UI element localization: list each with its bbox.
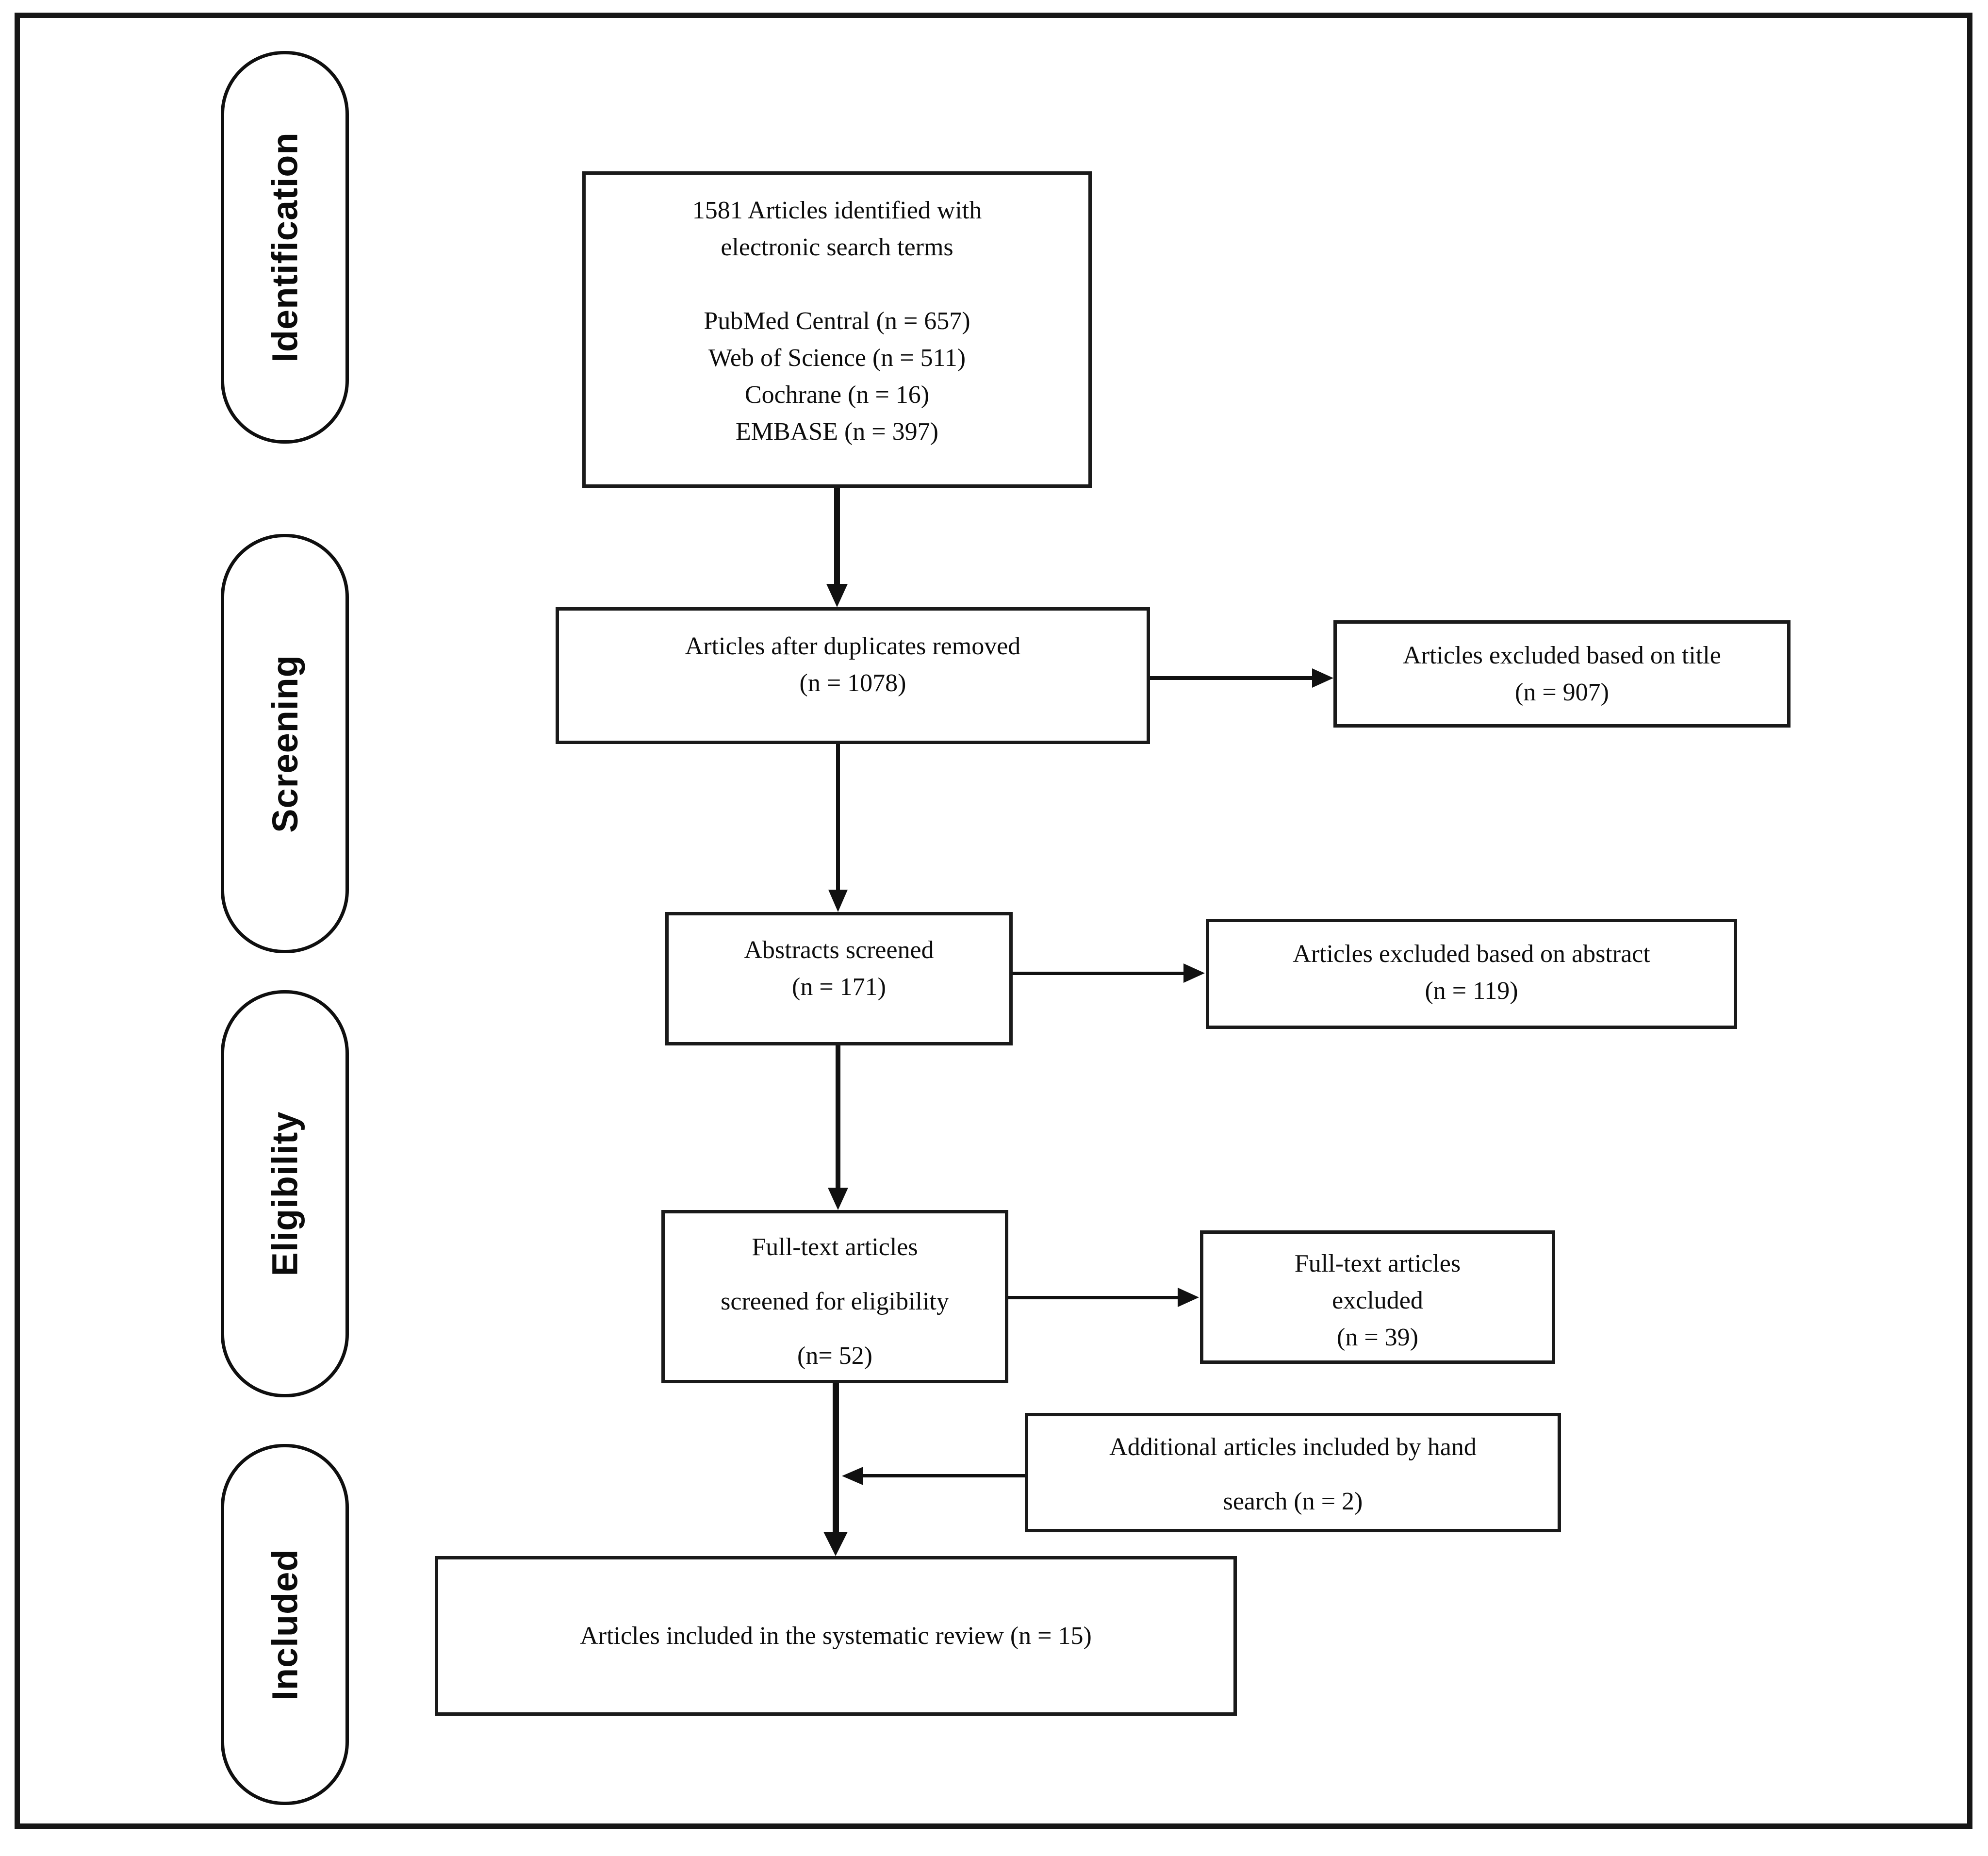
box-abstracts-screened-count: (n = 171) — [792, 973, 886, 1001]
box-articles-identified: 1581 Articles identified with electronic… — [582, 171, 1092, 488]
box-excluded-abstract-count: (n = 119) — [1425, 977, 1518, 1005]
box-excluded-fulltext-count: (n = 39) — [1337, 1324, 1418, 1351]
arrow-abstracts-to-excluded-abstract-line — [1013, 972, 1183, 975]
source-count-cochrane: Cochrane (n = 16) — [744, 381, 930, 409]
arrow-hand-search-to-flow-line — [863, 1474, 1025, 1477]
box-hand-search-count: search (n = 2) — [1223, 1488, 1363, 1515]
stage-pill-identification: Identification — [221, 51, 349, 444]
arrow-fulltext-to-excluded-fulltext-head — [1178, 1288, 1199, 1307]
stage-pill-included: Included — [221, 1444, 349, 1805]
box-duplicates-removed-count: (n = 1078) — [799, 669, 906, 697]
box-fulltext-screened-line: screened for eligibility — [721, 1288, 949, 1315]
box-excluded-fulltext-line: Full-text articles — [1294, 1250, 1461, 1277]
box-hand-search-line: Additional articles included by hand — [1109, 1433, 1477, 1461]
arrow-duplicates-to-abstracts-line — [836, 744, 840, 890]
arrow-identified-to-duplicates-line — [834, 488, 840, 584]
box-duplicates-removed: Articles after duplicates removed (n = 1… — [556, 607, 1150, 744]
source-count-webofscience: Web of Science (n = 511) — [708, 344, 966, 372]
arrow-identified-to-duplicates-head — [826, 584, 848, 607]
stage-pill-eligibility: Eligibility — [221, 990, 349, 1397]
box-fulltext-screened-line: Full-text articles — [752, 1233, 918, 1261]
source-count-pubmed: PubMed Central (n = 657) — [704, 307, 970, 335]
arrow-fulltext-to-excluded-fulltext-line — [1008, 1296, 1178, 1299]
arrow-fulltext-to-included-line — [833, 1383, 839, 1532]
arrow-abstracts-to-fulltext-line — [836, 1045, 840, 1188]
box-abstracts-screened: Abstracts screened (n = 171) — [665, 912, 1013, 1045]
box-excluded-fulltext: Full-text articles excluded (n = 39) — [1200, 1230, 1555, 1364]
box-fulltext-screened: Full-text articles screened for eligibil… — [661, 1210, 1008, 1383]
box-excluded-abstract-line: Articles excluded based on abstract — [1293, 940, 1650, 968]
arrow-abstracts-to-fulltext-head — [828, 1188, 848, 1210]
source-count-embase: EMBASE (n = 397) — [736, 418, 938, 446]
box-excluded-title-count: (n = 907) — [1515, 679, 1609, 706]
box-articles-identified-line: 1581 Articles identified with — [692, 197, 982, 224]
box-included-review: Articles included in the systematic revi… — [435, 1556, 1237, 1716]
stage-label-included: Included — [264, 1548, 305, 1701]
stage-pill-screening: Screening — [221, 534, 349, 953]
box-fulltext-screened-count: (n= 52) — [797, 1342, 872, 1370]
blank-line — [586, 266, 1088, 303]
box-hand-search: Additional articles included by hand sea… — [1025, 1413, 1561, 1532]
box-excluded-title: Articles excluded based on title (n = 90… — [1333, 620, 1791, 728]
arrow-fulltext-to-included-head — [823, 1532, 848, 1556]
stage-label-screening: Screening — [264, 654, 305, 833]
box-included-review-line: Articles included in the systematic revi… — [580, 1622, 1092, 1650]
arrow-hand-search-to-flow-head — [842, 1467, 863, 1485]
box-excluded-title-line: Articles excluded based on title — [1403, 642, 1721, 669]
box-abstracts-screened-line: Abstracts screened — [744, 936, 934, 964]
box-duplicates-removed-line: Articles after duplicates removed — [685, 632, 1021, 660]
figure-border — [15, 13, 1972, 1829]
box-excluded-fulltext-line: excluded — [1332, 1287, 1423, 1314]
arrow-duplicates-to-excluded-title-head — [1312, 668, 1333, 688]
stage-label-identification: Identification — [264, 132, 305, 363]
arrow-abstracts-to-excluded-abstract-head — [1183, 963, 1205, 983]
arrow-duplicates-to-abstracts-head — [828, 890, 848, 912]
arrow-duplicates-to-excluded-title-line — [1150, 676, 1312, 680]
box-excluded-abstract: Articles excluded based on abstract (n =… — [1206, 919, 1737, 1029]
stage-label-eligibility: Eligibility — [264, 1111, 305, 1276]
box-articles-identified-line: electronic search terms — [721, 233, 953, 261]
